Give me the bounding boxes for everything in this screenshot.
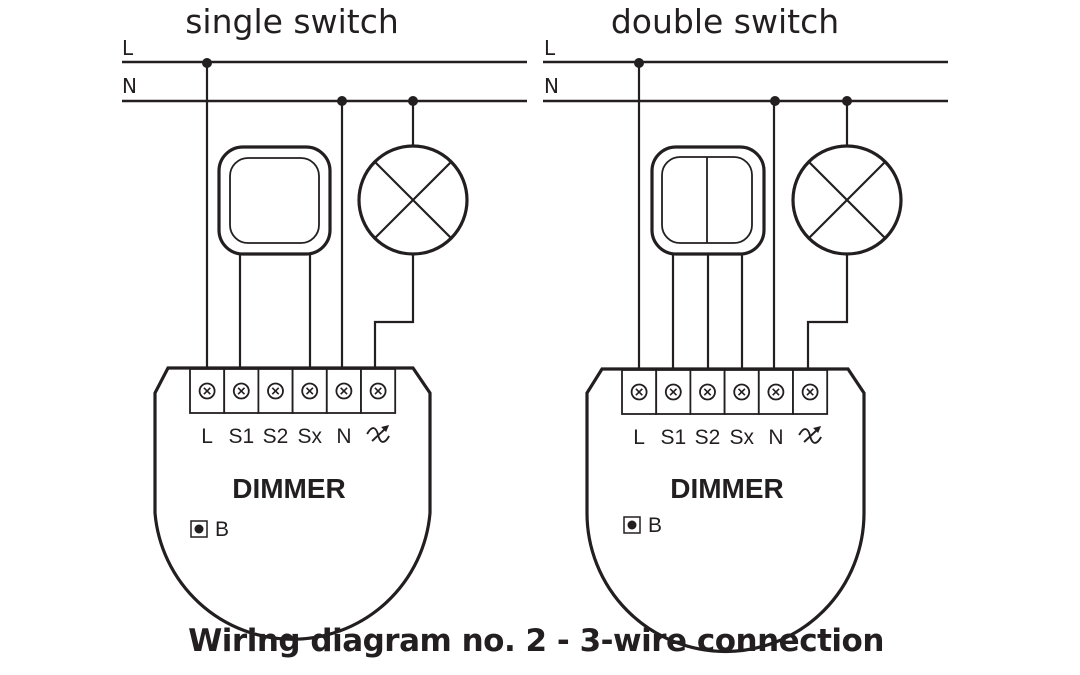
terminal-dimmer-output [792,369,829,415]
terminal-l [621,369,658,415]
terminal-label: L [201,425,213,448]
terminal-label: L [633,426,645,449]
terminal-sx [291,368,328,414]
terminal-block: L S1 S2 Sx N [621,369,829,449]
terminal-sx [723,369,760,415]
terminal-label: S2 [695,426,721,449]
single-switch-icon [217,145,332,256]
terminal-s1 [655,369,692,415]
terminal-s2 [689,369,726,415]
terminal-dimmer-output [360,368,397,414]
button-dot-icon [627,520,637,530]
diagram-title: double switch [611,2,839,41]
button-dot-icon [194,524,204,534]
terminal-label: Sx [297,425,322,448]
terminal-label: S1 [228,425,254,448]
wire-lamp-output [806,255,849,368]
live-bus-label: L [122,36,134,60]
service-button: B [623,514,662,537]
terminal-label: S2 [263,425,289,448]
screw-icon [630,383,648,401]
neutral-bus-label: N [544,74,559,98]
button-label: B [215,518,229,541]
diagram-caption: Wiring diagram no. 2 - 3-wire connection [188,623,884,659]
terminal-s2 [257,368,294,414]
screw-icon [335,382,353,400]
screw-icon [198,382,216,400]
lamp-icon [357,144,469,256]
screw-icon [301,382,319,400]
screw-icon [733,383,751,401]
live-bus-label: L [544,36,556,60]
dimmer-module: L S1 S2 Sx N DIMMER B [585,367,866,654]
terminal-label: S1 [660,426,686,449]
screw-icon [767,383,785,401]
service-button: B [190,518,229,541]
double-switch-icon [650,145,766,256]
double-switch-diagram: double switch L N L S1 S2 Sx N DIMMER B [543,2,948,654]
screw-icon [801,383,819,401]
terminal-label: Sx [729,426,754,449]
neutral-bus-label: N [122,74,137,98]
module-label: DIMMER [670,473,784,504]
screw-icon [232,382,250,400]
module-label: DIMMER [232,473,346,504]
dimmer-output-icon [798,426,822,444]
dimmer-output-icon [366,425,390,443]
terminal-n [325,368,362,414]
terminal-label: N [336,425,351,448]
terminal-n [757,369,794,415]
screw-icon [267,382,284,400]
button-label: B [648,514,662,537]
wire-lamp-output [373,255,415,367]
terminal-label: N [768,426,783,449]
terminal-block: L S1 S2 Sx N [189,368,397,448]
lamp-icon [791,144,903,256]
screw-icon [699,383,716,401]
screw-icon [664,383,682,401]
diagram-title: single switch [185,2,399,41]
terminal-s1 [223,368,260,414]
screw-icon [369,382,387,400]
terminal-l [189,368,226,414]
